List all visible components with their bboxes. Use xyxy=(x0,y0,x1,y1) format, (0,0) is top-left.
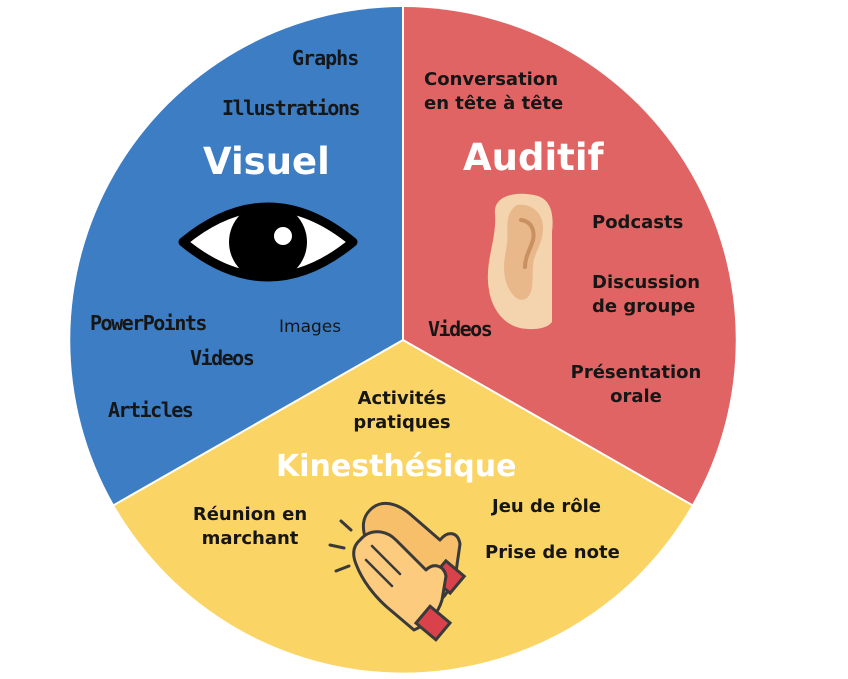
visuel-item-videos: Videos xyxy=(190,346,255,370)
kinesthesique-item-activites: Activités pratiques xyxy=(353,388,451,433)
kinesthesique-item-prise: Prise de note xyxy=(485,542,620,563)
auditif-item-discussion: Discussion de groupe xyxy=(592,272,701,317)
auditif-item-videos: Videos xyxy=(428,317,493,341)
ear-icon xyxy=(487,193,553,330)
visuel-item-articles: Articles xyxy=(108,398,194,422)
auditif-item-presentation: Présentation orale xyxy=(570,362,702,407)
visuel-item-images: Images xyxy=(279,317,342,337)
kinesthesique-item-reunion: Réunion en marchant xyxy=(192,504,308,549)
visuel-item-graphs: Graphs xyxy=(292,46,359,70)
visuel-item-powerpoints: PowerPoints xyxy=(90,311,207,335)
kinesthesique-title: Kinesthésique xyxy=(276,449,517,484)
auditif-item-podcasts: Podcasts xyxy=(592,212,684,233)
auditif-sector xyxy=(403,7,736,505)
visuel-title: Visuel xyxy=(203,140,330,183)
kinesthesique-item-jeu: Jeu de rôle xyxy=(492,496,601,517)
clapping-hands-icon xyxy=(328,501,467,642)
eye-icon xyxy=(178,202,358,282)
auditif-title: Auditif xyxy=(463,136,604,179)
auditif-item-conversation: Conversation en tête à tête xyxy=(424,69,564,114)
visuel-item-illustrations: Illustrations xyxy=(222,96,361,120)
